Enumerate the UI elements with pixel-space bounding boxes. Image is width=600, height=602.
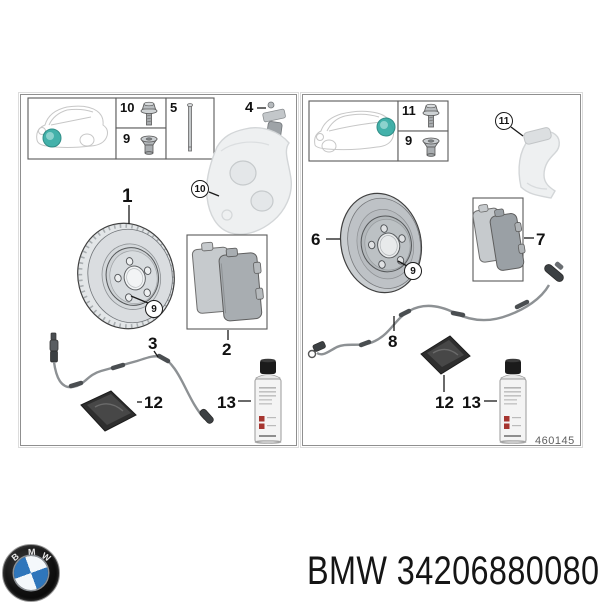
circled-label-hub-9: 9	[404, 262, 422, 280]
mini-car-rear-icon	[314, 110, 396, 153]
bmw-roundel-logo-icon: B M W	[2, 544, 60, 602]
vented-brake-disc-icon	[77, 222, 175, 330]
leader-lines	[326, 126, 534, 402]
screw-box	[397, 130, 449, 162]
label-screw-9: 9	[123, 131, 131, 146]
brake-caliper-ghost-icon	[205, 127, 292, 235]
grease-packet-icon	[420, 335, 471, 375]
label-spray-13: 13	[462, 393, 481, 412]
label-screw-9: 9	[405, 133, 413, 148]
label-pads-2: 2	[222, 340, 232, 359]
mini-car-front-icon	[36, 105, 108, 148]
spray-can-icon	[499, 358, 527, 444]
label-bolt-10: 10	[120, 100, 135, 115]
label-packet-12: 12	[144, 393, 163, 412]
front-brake-diagram-art	[27, 97, 292, 444]
bolt-box	[115, 97, 167, 129]
hex-flange-bolt-icon	[422, 103, 440, 128]
label-pads-7: 7	[536, 230, 546, 249]
rear-brake-diagram-panel: 11 9 6 7 8 12 13 11 9 460145	[300, 92, 583, 448]
circled-label-carrier-11: 11	[495, 112, 513, 130]
rear-brake-diagram-art	[307, 100, 564, 444]
solid-brake-disc-icon	[339, 192, 423, 294]
label-packet-12: 12	[435, 393, 454, 412]
brake-pad-set-icon	[191, 241, 264, 322]
label-clip-4: 4	[245, 99, 254, 116]
leader-lines	[128, 107, 266, 403]
screw-box	[115, 127, 167, 160]
circled-label-caliper-10: 10	[191, 180, 209, 198]
wear-sensor-cable-icon	[49, 332, 214, 424]
circled-label-hub-9: 9	[145, 300, 163, 318]
caliper-carrier-ghost-icon	[518, 127, 560, 199]
front-brake-diagram-panel: 10 9 5 4 1 2 3 12 13 10 9	[18, 92, 299, 448]
highlight-sheen	[380, 121, 388, 129]
label-disc-6: 6	[311, 230, 321, 249]
label-sensor-8: 8	[388, 332, 398, 351]
part-number-text: BMW 34206880080	[307, 549, 600, 593]
label-sensor-3: 3	[148, 334, 158, 353]
hex-flange-bolt-icon	[140, 101, 158, 126]
countersunk-screw-icon	[140, 135, 158, 155]
label-disc-1: 1	[122, 186, 133, 207]
car-thumbnail-box	[27, 97, 117, 160]
label-spray-13: 13	[217, 393, 236, 412]
wear-sensor-cable-icon	[307, 261, 564, 359]
highlight-sheen	[46, 132, 54, 140]
guide-pin-icon	[187, 103, 193, 152]
brake-pad-set-icon	[472, 203, 526, 271]
spray-can-icon	[254, 358, 282, 444]
label-pin-5: 5	[170, 100, 178, 115]
bolt-box	[397, 100, 449, 132]
label-bolt-11: 11	[402, 103, 416, 118]
grease-packet-icon	[80, 390, 137, 432]
diagram-number: 460145	[535, 435, 575, 447]
countersunk-screw-icon	[422, 137, 440, 157]
bmw-roundel-quarters	[14, 556, 48, 590]
